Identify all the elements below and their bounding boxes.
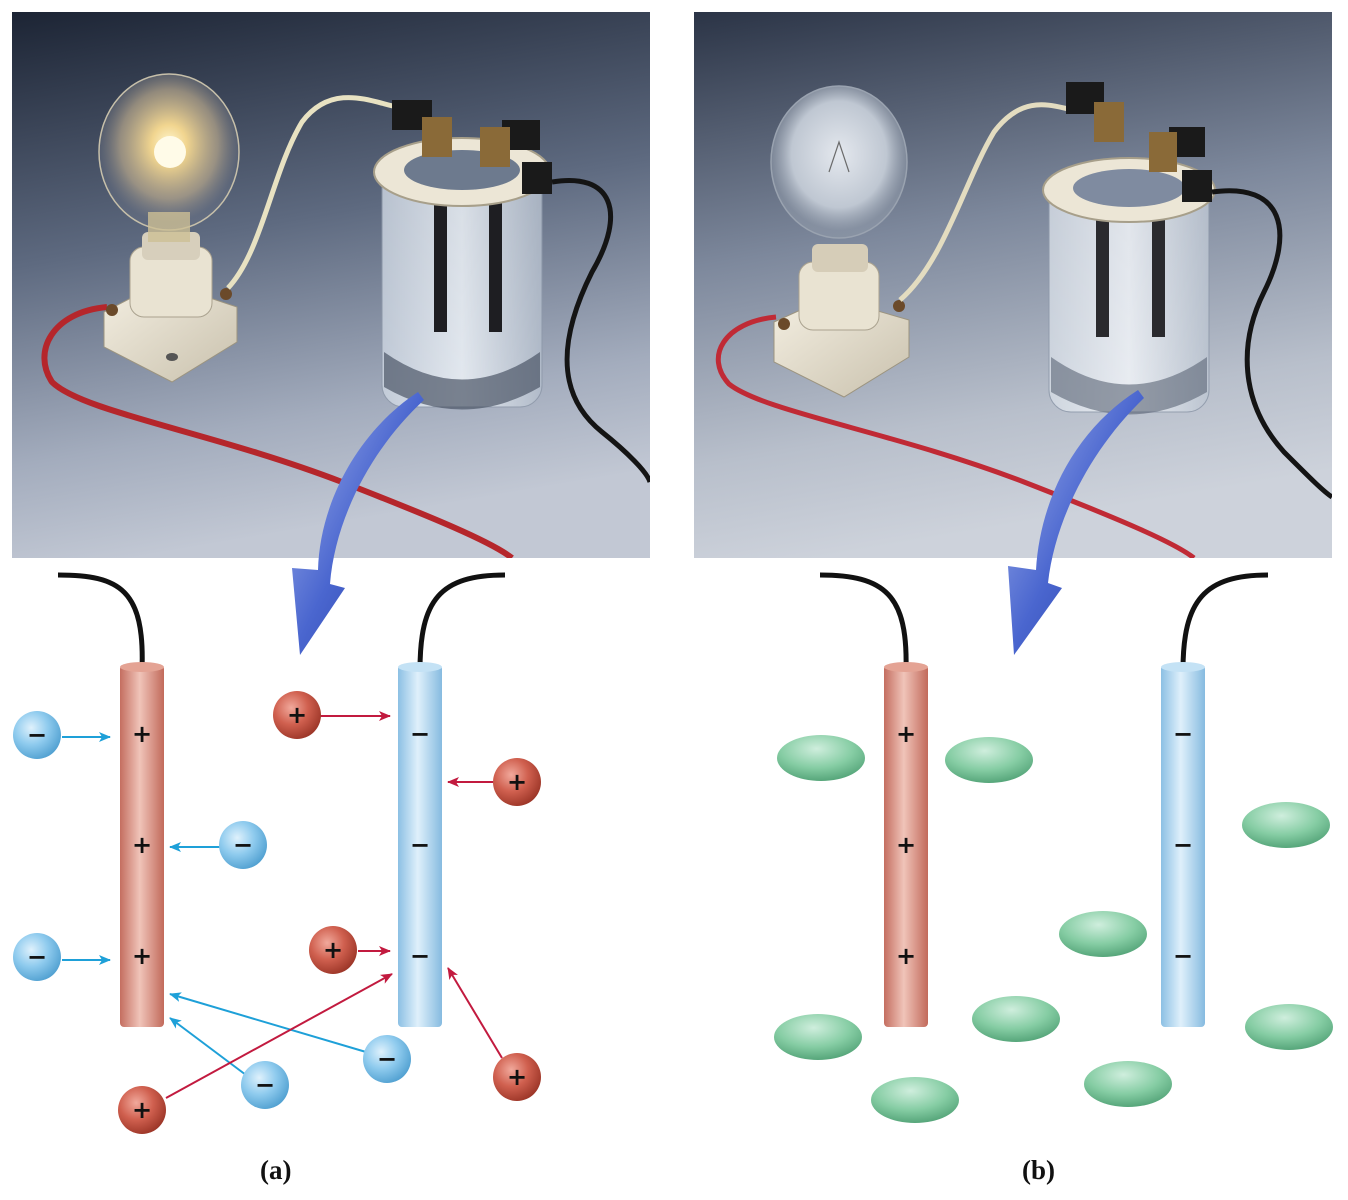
negative-electrode-b (1161, 665, 1205, 1027)
svg-text:−: − (377, 1045, 397, 1073)
cation-arrow (165, 973, 393, 1099)
neutral-molecule (1242, 802, 1330, 848)
neutral-molecule (1059, 911, 1147, 957)
svg-text:−: − (27, 721, 47, 749)
electrode-sign: − (1173, 942, 1193, 970)
wire-anode-b (1180, 572, 1269, 671)
photo-panel-b (694, 12, 1332, 558)
anion: − (241, 1061, 289, 1109)
svg-text:+: + (287, 701, 307, 729)
electrode-sign: − (410, 942, 430, 970)
pointer-arrow-b (1008, 390, 1144, 655)
anion: − (13, 933, 61, 981)
neutral-molecule (972, 996, 1060, 1042)
anion: − (219, 821, 267, 869)
electrode-sign: − (1173, 720, 1193, 748)
positive-electrode-b (884, 665, 928, 1027)
svg-text:−: − (27, 943, 47, 971)
negative-electrode-a (398, 665, 442, 1027)
svg-text:+: + (323, 936, 343, 964)
electrode-sign: + (132, 942, 152, 970)
electrode-sign: − (410, 720, 430, 748)
svg-text:+: + (132, 1096, 152, 1124)
cation: + (118, 1086, 166, 1134)
svg-text:−: − (255, 1071, 275, 1099)
cation: + (493, 758, 541, 806)
svg-text:+: + (507, 1063, 527, 1091)
wire-anode-a (417, 572, 506, 671)
neutral-molecule (774, 1014, 862, 1060)
caption-b: (b) (1022, 1155, 1055, 1185)
cation: + (309, 926, 357, 974)
neutral-molecule (945, 737, 1033, 783)
conductivity-apparatus-photo-unlit (694, 12, 1332, 558)
neutral-molecule (871, 1077, 959, 1123)
electrode-sign: + (132, 831, 152, 859)
svg-text:−: − (233, 831, 253, 859)
wire-cathode-b (819, 572, 909, 671)
neutral-molecule (1245, 1004, 1333, 1050)
diagram-b: + + + − − − (774, 572, 1333, 1123)
neutral-molecule (777, 735, 865, 781)
photo-panel-a (12, 12, 650, 558)
diagram-a: + + + − − − − − − − − + + + + + (13, 572, 541, 1134)
positive-electrode-a (120, 665, 164, 1027)
cation: + (273, 691, 321, 739)
cation: + (493, 1053, 541, 1101)
electrode-sign: − (410, 831, 430, 859)
anion: − (13, 711, 61, 759)
electrode-sign: + (132, 720, 152, 748)
conductivity-apparatus-photo-lit (12, 12, 650, 558)
neutral-molecule (1084, 1061, 1172, 1107)
wire-cathode-a (57, 572, 145, 671)
electrode-sign: − (1173, 831, 1193, 859)
svg-text:+: + (507, 768, 527, 796)
cation-arrow (447, 967, 503, 1059)
anion-arrow (169, 1017, 247, 1076)
electrode-sign: + (896, 831, 916, 859)
anion-arrow (169, 992, 367, 1053)
pointer-arrow-a (292, 392, 424, 655)
electrode-sign: + (896, 720, 916, 748)
electrode-sign: + (896, 942, 916, 970)
anion: − (363, 1035, 411, 1083)
caption-a: (a) (260, 1155, 292, 1185)
